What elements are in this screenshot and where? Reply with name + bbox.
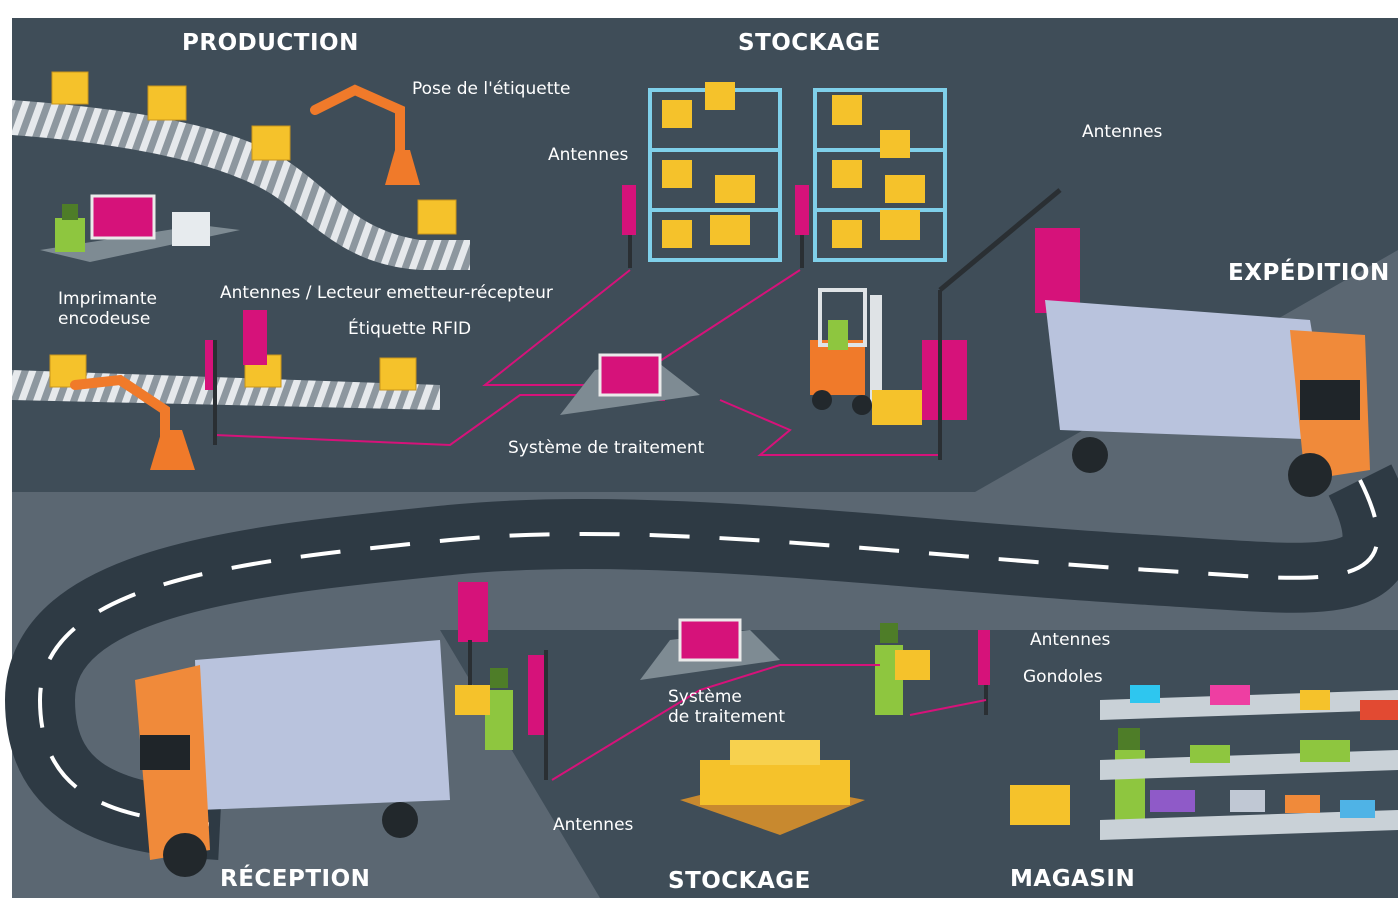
truck-icon xyxy=(135,640,450,877)
box-icon xyxy=(895,650,930,680)
label-imprimante-line2: encodeuse xyxy=(58,309,151,329)
label-imprimante-line1: Imprimante xyxy=(58,289,157,309)
label-pose-etiquette: Pose de l'étiquette xyxy=(412,79,571,99)
label-antennes-magasin: Antennes xyxy=(1030,630,1111,650)
label-systeme-top: Système de traitement xyxy=(508,438,705,458)
section-title-production: PRODUCTION xyxy=(182,30,359,56)
computer-monitor-icon xyxy=(678,618,742,662)
data-link-lines xyxy=(551,664,880,781)
conveyor-icon xyxy=(12,100,470,270)
section-title-stockage-bottom: STOCKAGE xyxy=(668,868,811,894)
data-link-lines xyxy=(909,699,987,716)
gate-icon xyxy=(938,188,1062,292)
computer-monitor-icon xyxy=(598,353,662,397)
antenna-icon xyxy=(205,185,1080,735)
section-title-stockage-top: STOCKAGE xyxy=(738,30,881,56)
label-antennes-reception: Antennes xyxy=(553,815,634,835)
label-antennes-stockage: Antennes xyxy=(548,145,629,165)
label-antennes-expedition: Antennes xyxy=(1082,122,1163,142)
forklift-icon xyxy=(810,288,922,425)
box-icon xyxy=(455,685,490,715)
label-systeme-bottom-line1: Système xyxy=(668,687,742,707)
worker-icon xyxy=(55,204,85,252)
robot-base-icon xyxy=(385,150,420,185)
gondola-icon xyxy=(1100,685,1398,840)
label-gondoles: Gondoles xyxy=(1023,667,1103,687)
section-title-reception: RÉCEPTION xyxy=(220,866,371,892)
box-icon xyxy=(662,82,925,248)
label-etiquette-rfid: Étiquette RFID xyxy=(348,319,472,339)
robot-base-icon xyxy=(150,430,195,470)
box-icon xyxy=(1010,785,1070,825)
truck-icon xyxy=(1045,300,1370,497)
label-systeme-bottom-line2: de traitement xyxy=(668,707,786,727)
computer-monitor-icon xyxy=(90,194,156,240)
pallet-icon xyxy=(680,740,865,835)
printer-icon xyxy=(172,212,210,246)
section-title-magasin: MAGASIN xyxy=(1010,866,1136,892)
label-antennes-lecteur: Antennes / Lecteur emetteur-récepteur xyxy=(220,283,553,303)
section-title-expedition: EXPÉDITION xyxy=(1228,260,1390,286)
road xyxy=(4,464,1398,860)
